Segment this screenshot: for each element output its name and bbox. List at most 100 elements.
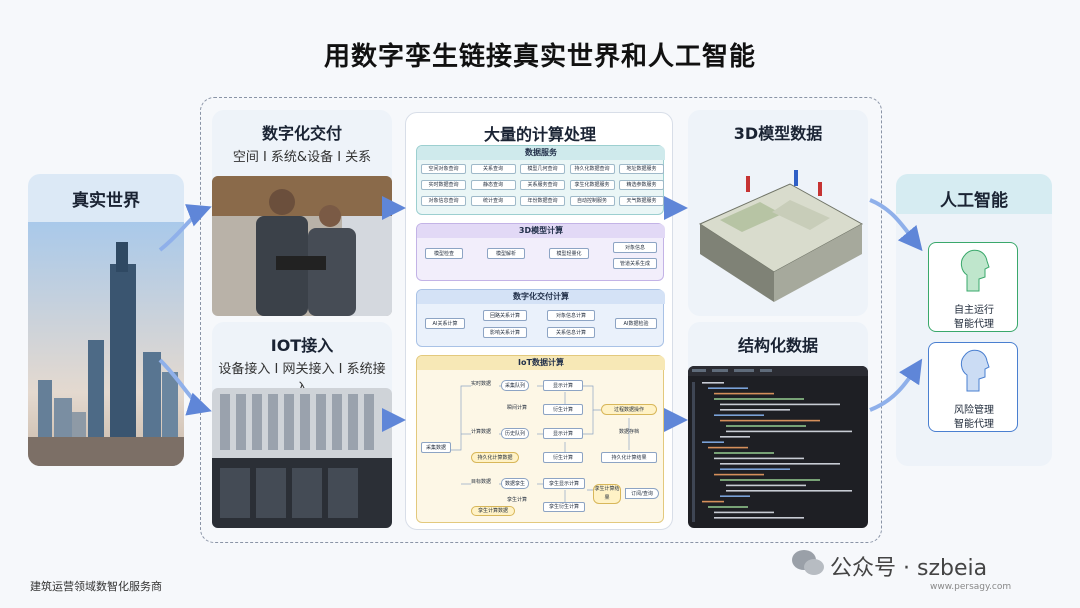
code-line — [726, 430, 852, 433]
real-world-heading: 真实世界 — [72, 191, 140, 211]
data-service-section: 数据服务 空间对象查询关系查询模型几何查询持久化数据查询地址数据服务实时数据查询… — [416, 145, 665, 215]
model-3d-calc-section: 3D模型计算 模型检查 模型解析 模型轻量化 对象信息 管道关系生成 — [416, 223, 665, 281]
digital-delivery-subtitle: 空间 I 系统&设备 I 关系 — [232, 150, 372, 165]
code-line — [726, 490, 852, 492]
persist-calc-data-box: 持久化计算数据 — [471, 452, 519, 463]
watermark-text: 公众号 · szbeia — [830, 556, 988, 581]
footer-text: 建筑运营领域数智化服务商 — [30, 580, 162, 593]
pipe-relation-box: 管道关系生成 — [613, 258, 657, 269]
collect-data-box: 采集数据 — [421, 442, 451, 453]
risk-agent-line1: 风险管理 — [954, 405, 994, 416]
server-hardware-photo — [212, 388, 392, 528]
code-line — [720, 468, 790, 470]
calc-data-label: 计算数据 — [470, 429, 491, 435]
structured-data-panel: 结构化数据 — [688, 322, 868, 528]
code-line — [714, 414, 764, 416]
model-data-panel: 3D模型数据 — [688, 110, 868, 316]
code-line — [720, 479, 820, 481]
data-service-cell: 空间对象查询 — [421, 164, 466, 174]
data-service-cell: 地址数据服务 — [619, 164, 664, 174]
data-service-cell: 模型几何查询 — [520, 164, 565, 174]
data-service-heading: 数据服务 — [417, 146, 665, 160]
code-line — [726, 425, 806, 427]
watermark-site: www.persagy.com — [930, 582, 1012, 592]
blue-ai-head-icon — [960, 349, 990, 392]
data-service-cell: 静态查询 — [470, 180, 516, 190]
data-service-cell: 持久化数据查询 — [569, 164, 615, 174]
collect-queue-box: 采集队列 — [501, 380, 529, 391]
iot-flow-connectors — [451, 385, 630, 504]
data-service-cell: 对象信息查询 — [421, 196, 466, 206]
display-calc-box-2: 显示计算 — [543, 428, 583, 439]
twin-derive-calc-box: 孪生衍生计算 — [543, 502, 585, 512]
delivery-calc-heading: 数字化交付计算 — [417, 290, 665, 304]
model-lightweight-box: 模型轻量化 — [549, 248, 589, 259]
page-title: 用数字孪生链接真实世界和人工智能 — [323, 42, 756, 72]
processing-panel: 大量的计算处理 数据服务 空间对象查询关系查询模型几何查询持久化数据查询地址数据… — [405, 112, 673, 530]
history-queue-box: 历史队列 — [501, 428, 529, 439]
target-data-label: 目标数据 — [470, 479, 491, 485]
iot-calc-heading: IoT数据计算 — [417, 356, 665, 370]
iot-heading: IOT接入 — [270, 336, 334, 355]
code-line — [702, 500, 724, 503]
subscribe-query-box: 订阅/查询 — [625, 488, 659, 499]
ai-panel: 人工智能 自主运行 智能代理 风险管理 智能代理 — [896, 174, 1052, 466]
data-service-cell: 年份数据查询 — [520, 196, 565, 206]
code-line — [720, 403, 840, 406]
model-parse-box: 模型解析 — [487, 248, 525, 259]
code-line — [714, 517, 804, 519]
twin-calc-result-box: 孪生计算结果 — [593, 484, 621, 504]
digital-delivery-heading: 数字化交付 — [261, 124, 342, 143]
ai-data-check-box: AI数据检验 — [615, 318, 657, 329]
risk-agent-line2: 智能代理 — [954, 419, 994, 430]
model-3d-calc-heading: 3D模型计算 — [417, 224, 665, 238]
code-line — [714, 398, 804, 400]
code-line — [714, 392, 774, 395]
data-service-cell: 实时数据查询 — [421, 180, 466, 190]
digital-twin-boundary — [200, 97, 882, 543]
code-line — [714, 457, 804, 460]
relation-info-calc-box: 关系信息计算 — [547, 327, 595, 338]
risk-agent-card: 风险管理 智能代理 — [928, 342, 1018, 432]
code-lines — [688, 366, 868, 522]
building-3d-model-image — [698, 170, 864, 302]
data-service-cell: 孪生化数据服务 — [569, 180, 615, 190]
code-line — [708, 387, 748, 389]
code-line — [726, 484, 806, 487]
twin-calc-label: 孪生计算 — [506, 497, 527, 503]
digital-delivery-panel: 数字化交付 空间 I 系统&设备 I 关系 — [212, 110, 392, 316]
persist-calc-result-box: 持久化计算结果 — [601, 452, 657, 463]
ai-header-band — [896, 174, 1052, 214]
code-line — [714, 473, 764, 476]
twin-calc-data-box: 孪生计算数据 — [471, 506, 515, 516]
code-line — [720, 419, 820, 422]
autonomous-agent-line1: 自主运行 — [954, 305, 994, 316]
realtime-data-label: 实时数据 — [470, 381, 491, 387]
twin-display-calc-box: 孪生显示计算 — [543, 478, 585, 489]
code-line — [708, 506, 748, 508]
processing-heading: 大量的计算处理 — [483, 125, 596, 144]
derive-calc-box-1: 衍生计算 — [543, 404, 583, 415]
code-line — [702, 441, 724, 443]
city-skyline-image — [28, 222, 184, 466]
delivery-calc-section: 数字化交付计算 AI关系计算 回路关系计算 影响关系计算 对象信息计算 关系信息… — [416, 289, 665, 347]
code-line — [714, 511, 774, 514]
data-service-cell: 天气数据服务 — [619, 196, 664, 206]
data-service-grid: 空间对象查询关系查询模型几何查询持久化数据查询地址数据服务实时数据查询静态查询关… — [421, 164, 664, 214]
ai-heading: 人工智能 — [940, 191, 1008, 211]
model-data-heading: 3D模型数据 — [733, 124, 823, 143]
loop-relation-box: 回路关系计算 — [483, 310, 527, 321]
green-ai-head-icon — [960, 249, 990, 292]
engineers-photo — [212, 176, 392, 316]
wechat-icon — [790, 548, 826, 578]
display-calc-box-1: 显示计算 — [543, 380, 583, 391]
model-check-box: 模型检查 — [425, 248, 463, 259]
data-service-cell: 精选参数服务 — [619, 180, 664, 190]
data-twin-box: 数据孪生 — [501, 478, 529, 489]
data-archive-label: 数据存档 — [618, 429, 639, 435]
code-line — [720, 409, 790, 411]
impact-relation-box: 影响关系计算 — [483, 327, 527, 338]
code-line — [720, 463, 840, 465]
object-info-calc-box: 对象信息计算 — [547, 310, 595, 321]
data-service-cell: 统计查询 — [470, 196, 516, 206]
